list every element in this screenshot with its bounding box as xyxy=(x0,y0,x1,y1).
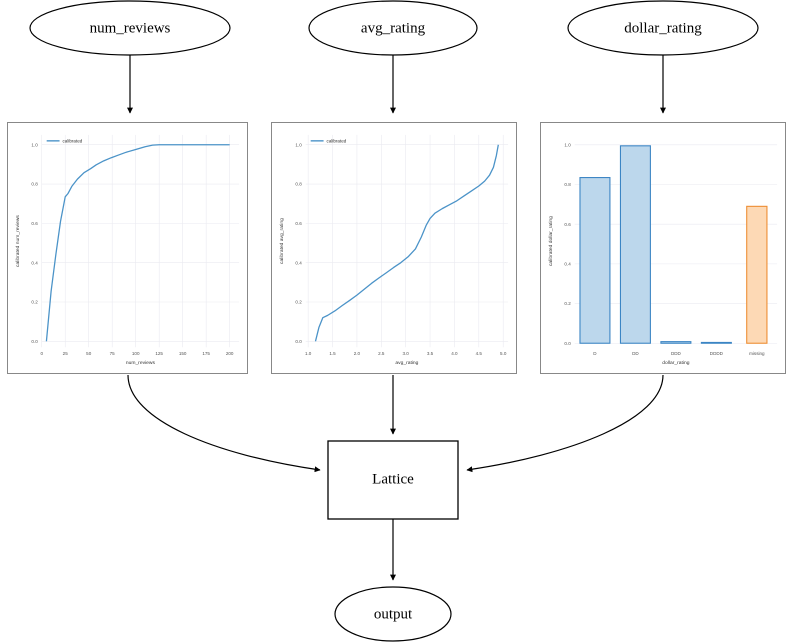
y-tick-label: 1.0 xyxy=(564,143,571,148)
x-tick-label: 75 xyxy=(110,351,116,356)
x-axis-title: num_reviews xyxy=(126,360,156,366)
y-tick-label: 0.0 xyxy=(564,341,571,346)
edge-num-reviews-plot-to-lattice xyxy=(127,374,321,473)
x-tick-label: 4.0 xyxy=(451,351,458,356)
node-num-reviews[interactable]: num_reviews xyxy=(29,0,231,56)
node-num-reviews-label: num_reviews xyxy=(90,20,171,36)
node-dollar-rating-shape xyxy=(567,0,759,56)
plot-area-background xyxy=(41,134,240,348)
x-tick-label: 3.0 xyxy=(403,351,410,356)
x-tick-label: DDD xyxy=(671,351,682,356)
y-tick-label: 1.0 xyxy=(31,142,38,147)
avg-rating-plot: 0.0 0.2 0.4 0.6 0.8 1.0 1.0 1.5 2.0 2.5 3.0 3.5 4.0 4… xyxy=(279,134,509,366)
x-tick-label: 100 xyxy=(132,351,140,356)
x-tick-label: 200 xyxy=(226,351,234,356)
x-tick-label: 25 xyxy=(63,351,69,356)
node-lattice-label: Lattice xyxy=(372,471,414,487)
y-tick-label: 0.4 xyxy=(295,260,302,265)
y-tick-label: 0.4 xyxy=(564,262,571,267)
y-tick-label: 0.4 xyxy=(31,260,38,265)
node-num-reviews-shape xyxy=(29,0,231,56)
y-tick-label: 0.8 xyxy=(564,182,571,187)
x-tick-label: DD xyxy=(632,351,639,356)
calibration-curve xyxy=(45,144,230,342)
node-output-label: output xyxy=(374,606,413,622)
y-tick-label: 0.6 xyxy=(31,221,38,226)
y-tick-label: 0.8 xyxy=(31,182,38,187)
node-avg-rating-label: avg_rating xyxy=(361,20,426,36)
node-lattice-shape xyxy=(327,440,459,520)
x-tick-label: D xyxy=(593,351,597,356)
x-tick-label: 1.0 xyxy=(305,351,312,356)
num-reviews-plot: 0.0 0.2 0.4 0.6 0.8 1.0 0 25 50 75 100 125 150 175 200… xyxy=(15,134,240,366)
x-axis-title: avg_rating xyxy=(395,360,418,366)
bar-D xyxy=(579,177,611,344)
node-output-shape xyxy=(334,586,452,642)
x-tick-label: 50 xyxy=(86,351,92,356)
y-tick-label: 0.0 xyxy=(295,339,302,344)
x-tick-label: 1.5 xyxy=(329,351,336,356)
x-tick-label: DDDD xyxy=(710,351,724,356)
x-axis-title: dollar_rating xyxy=(662,360,689,366)
y-tick-label: 0.6 xyxy=(564,222,571,227)
y-axis-title: calibrated num_reviews xyxy=(15,215,21,267)
x-tick-label: 0 xyxy=(40,351,43,356)
x-tick-label: 2.0 xyxy=(354,351,361,356)
bar-DD xyxy=(619,145,651,344)
y-tick-label: 0.0 xyxy=(31,339,38,344)
bar-DDDD xyxy=(700,341,732,344)
y-tick-label: 0.2 xyxy=(564,301,571,306)
plot-area-background xyxy=(305,134,509,348)
num-reviews-plot-panel: 0.0 0.2 0.4 0.6 0.8 1.0 0 25 50 75 100 125 150 175 200… xyxy=(7,122,248,374)
avg-rating-plot-panel: 0.0 0.2 0.4 0.6 0.8 1.0 1.0 1.5 2.0 2.5 3.0 3.5 4.0 4… xyxy=(271,122,517,374)
x-tick-label: missing xyxy=(749,351,765,356)
y-axis-title: calibrated dollar_rating xyxy=(548,216,554,266)
edge-dollar-rating-plot-to-lattice xyxy=(466,374,664,473)
x-tick-label: 3.5 xyxy=(427,351,434,356)
x-tick-label: 175 xyxy=(202,351,210,356)
node-lattice[interactable]: Lattice xyxy=(327,440,459,520)
node-avg-rating[interactable]: avg_rating xyxy=(308,0,478,56)
node-output[interactable]: output xyxy=(334,586,452,642)
y-tick-label: 0.2 xyxy=(295,300,302,305)
y-tick-label: 0.2 xyxy=(31,300,38,305)
calibration-curve xyxy=(314,144,499,342)
bar-DDD xyxy=(660,341,692,344)
legend-label: calibrated xyxy=(63,139,83,144)
legend-label: calibrated xyxy=(327,139,347,144)
x-tick-label: 150 xyxy=(179,351,187,356)
x-tick-label: 4.5 xyxy=(476,351,483,356)
bar-missing xyxy=(746,205,768,344)
y-tick-label: 0.8 xyxy=(295,182,302,187)
y-tick-label: 0.6 xyxy=(295,221,302,226)
node-avg-rating-shape xyxy=(308,0,478,56)
y-axis-title: calibrated avg_rating xyxy=(279,218,285,264)
x-tick-label: 2.5 xyxy=(378,351,385,356)
x-tick-label: 125 xyxy=(155,351,163,356)
node-dollar-rating-label: dollar_rating xyxy=(624,20,702,36)
x-tick-label: 5.0 xyxy=(500,351,507,356)
node-dollar-rating[interactable]: dollar_rating xyxy=(567,0,759,56)
y-tick-label: 1.0 xyxy=(295,142,302,147)
